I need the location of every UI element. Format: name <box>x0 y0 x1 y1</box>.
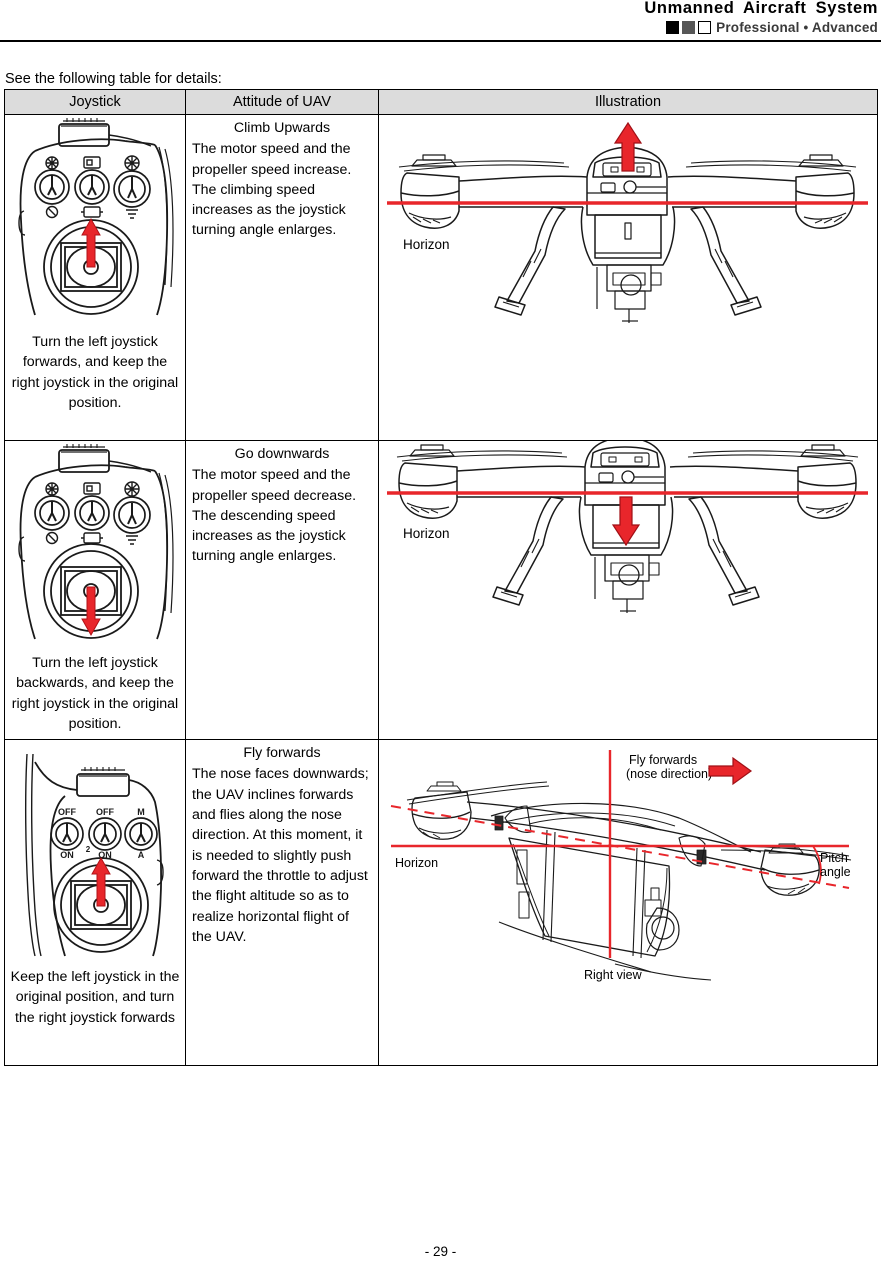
remote-controller-right-stick-icon: OFF ON OFF ON M A 2 <box>24 754 164 957</box>
right-view-label: Right view <box>584 968 643 982</box>
column-header-illustration: Illustration <box>378 89 878 115</box>
table-row: Turn the left joystick forwards, and kee… <box>4 114 878 441</box>
remote-controller-illustration-row2 <box>5 441 185 651</box>
uav-front-view-descend-icon: Horizon <box>387 441 868 613</box>
switch1-top-label: OFF <box>58 807 76 817</box>
fly-forwards-label-line2: (nose direction) <box>626 767 712 781</box>
joystick-direction-arrow-up <box>91 857 111 907</box>
joystick-caption-row2: Turn the left joystick backwards, and ke… <box>11 655 179 732</box>
page-header-subtitle: Professional • Advanced <box>716 20 878 35</box>
joystick-direction-arrow-down <box>81 586 101 637</box>
joystick-cell-row1: Turn the left joystick forwards, and kee… <box>4 114 186 441</box>
horizon-label-row1: Horizon <box>403 237 450 252</box>
attitude-body-row2: The motor speed and the propeller speed … <box>192 467 357 565</box>
fly-forwards-arrow-right-icon <box>708 757 753 786</box>
uav-right-view-forward-icon: Fly forwards (nose direction) Horizon Pi… <box>390 750 852 982</box>
remote-controller-down-icon <box>18 444 174 640</box>
attitude-body-row3: The nose faces downwards; the UAV inclin… <box>192 766 369 945</box>
climb-arrow-up-icon <box>613 121 643 172</box>
illustration-cell-row1: Horizon <box>378 114 878 441</box>
illustration-cell-row3: Fly forwards (nose direction) Horizon Pi… <box>378 739 878 1067</box>
switch1-bottom-label: ON <box>60 850 74 860</box>
switch2-bottom-label: ON <box>98 850 112 860</box>
remote-controller-illustration-row3: OFF ON OFF ON M A 2 <box>5 740 185 965</box>
page-header-title: Unmanned Aircraft System <box>644 0 878 17</box>
attitude-cell-row1: Climb Upwards The motor speed and the pr… <box>185 114 379 441</box>
header-divider <box>0 40 881 42</box>
attitude-title-row3: Fly forwards <box>243 745 321 762</box>
fly-forwards-label-line1: Fly forwards <box>629 753 697 767</box>
attitude-body-row1: The motor speed and the propeller speed … <box>192 141 352 239</box>
attitude-title-row2: Go downwards <box>234 446 330 462</box>
table-row: OFF ON OFF ON M A 2 <box>4 739 878 1067</box>
page-header-brandline: Professional • Advanced <box>666 20 878 35</box>
pitch-angle-label-line1: Pitch <box>820 851 848 865</box>
page-number: - 29 - <box>424 1244 457 1259</box>
attitude-cell-row2: Go downwards The motor speed and the pro… <box>185 439 379 741</box>
uav-axis-dashed-line <box>390 805 850 890</box>
illustration-cell-row2: Horizon <box>378 439 878 741</box>
switch2-top-label: OFF <box>96 807 114 817</box>
badge-square-gray-icon <box>682 21 696 34</box>
joystick-attitude-table: Joystick Attitude of UAV Illustration <box>4 89 878 1067</box>
joystick-cell-row2: Turn the left joystick backwards, and ke… <box>4 439 186 741</box>
horizon-label-row3: Horizon <box>395 856 438 870</box>
pitch-angle-label-line2: angle <box>820 865 851 879</box>
badge-square-black-icon <box>666 21 680 34</box>
joystick-caption-row3: Keep the left joystick in the original p… <box>10 969 180 1026</box>
switch3-bottom-label: A <box>138 850 145 860</box>
page-header: Unmanned Aircraft System Professional • … <box>0 0 881 44</box>
pitch-angle-arc <box>812 845 822 885</box>
joystick-cell-row3: OFF ON OFF ON M A 2 <box>4 739 186 1067</box>
badge-square-white-icon <box>698 21 712 34</box>
joystick-direction-arrow-up <box>81 217 101 268</box>
uav-front-view-climb-icon: Horizon <box>387 121 868 323</box>
attitude-title-row1: Climb Upwards <box>233 120 331 136</box>
column-header-joystick: Joystick <box>4 89 186 115</box>
table-header-row: Joystick Attitude of UAV Illustration <box>4 89 878 115</box>
horizon-label-row2: Horizon <box>403 526 450 541</box>
descend-arrow-down-icon <box>611 496 641 547</box>
table-row: Turn the left joystick backwards, and ke… <box>4 439 878 741</box>
switch-center-label: 2 <box>86 845 91 854</box>
remote-controller-up-icon <box>18 118 174 316</box>
switch3-top-label: M <box>137 807 145 817</box>
attitude-cell-row3: Fly forwards The nose faces downwards; t… <box>185 739 379 1067</box>
column-header-attitude: Attitude of UAV <box>185 89 379 115</box>
page-footer: - 29 - <box>0 1244 881 1259</box>
remote-controller-illustration-row1 <box>5 115 185 330</box>
intro-text: See the following table for details: <box>5 71 222 87</box>
joystick-caption-row1: Turn the left joystick forwards, and kee… <box>11 334 179 411</box>
